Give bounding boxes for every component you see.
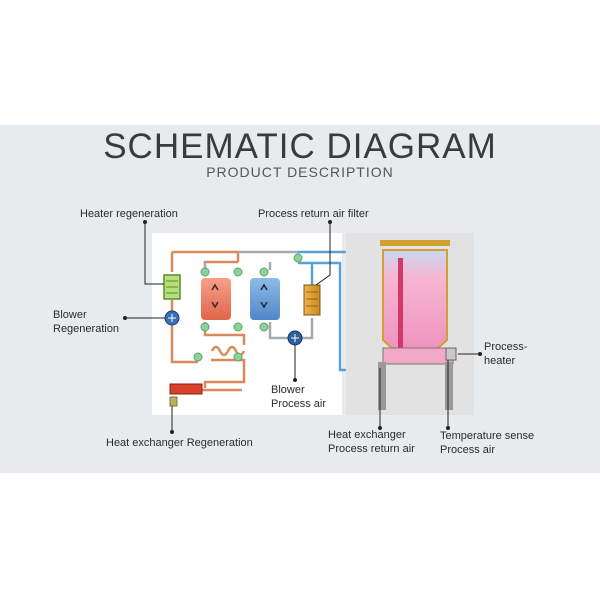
process-return-air-filter: [303, 284, 321, 316]
tower-regeneration: [201, 278, 231, 320]
process-heater: [445, 347, 457, 361]
label-blower-regeneration-2: Regeneration: [53, 323, 120, 335]
label-heat-exchanger-return-1: Heat exchanger: [328, 429, 406, 441]
label-temperature-sense-1: Temperature sense: [440, 430, 535, 442]
label-blower-process-air-1: Blower: [271, 384, 305, 396]
hopper-leg-left: [378, 362, 386, 410]
label-heat-exchanger-return-2: Process return air: [328, 443, 415, 455]
hopper-leg-right: [445, 362, 453, 410]
tower-process: [250, 278, 280, 320]
page-subtitle: PRODUCT DESCRIPTION: [206, 164, 394, 180]
heat-exchanger-regeneration: [169, 383, 203, 395]
label-process-heater-2: heater: [484, 355, 516, 367]
process-pipe: [398, 258, 403, 353]
label-process-return-air-filter: Process return air filter: [258, 208, 369, 220]
label-temperature-sense-2: Process air: [440, 444, 496, 456]
label-heat-exchanger-regeneration: Heat exchanger Regeneration: [106, 437, 253, 449]
leader-lines: [125, 222, 480, 432]
leader-dots: [123, 220, 482, 434]
label-blower-process-air-2: Process air: [271, 398, 327, 410]
label-blower-regeneration-1: Blower: [53, 309, 87, 321]
label-heater-regeneration: Heater regeneration: [80, 208, 178, 220]
process-circuit: [203, 250, 314, 340]
label-process-heater-1: Process-: [484, 341, 528, 353]
hopper-base: [382, 347, 454, 365]
valves: [193, 253, 303, 362]
hopper-lid: [380, 240, 450, 246]
page-title: SCHEMATIC DIAGRAM: [103, 127, 497, 166]
hopper: [382, 249, 448, 359]
